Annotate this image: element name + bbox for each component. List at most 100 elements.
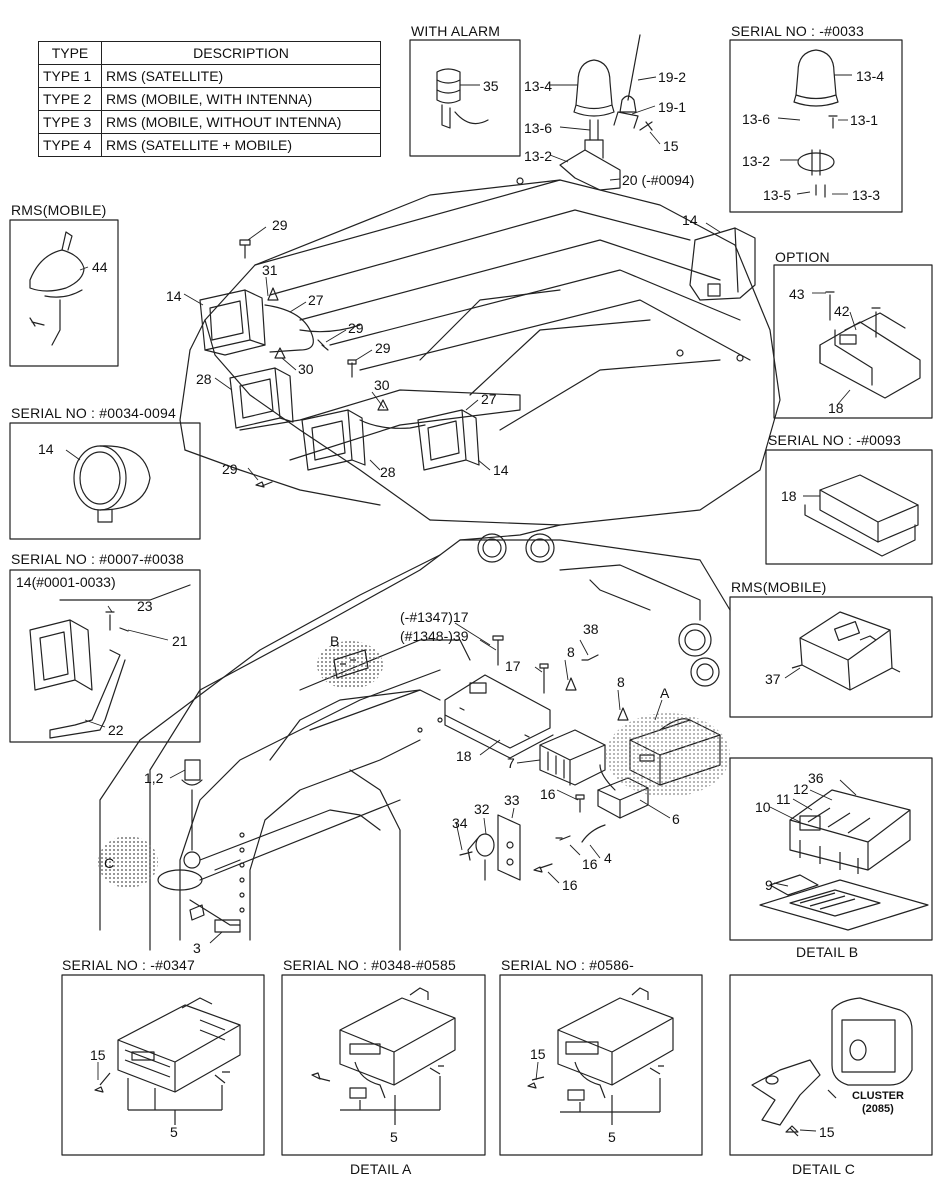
callout-label: 5 bbox=[170, 1124, 178, 1140]
serial-0348-0585-heading: SERIAL NO : #0348-#0585 bbox=[283, 957, 456, 973]
callout-label: 29 bbox=[348, 320, 364, 336]
serial-0034-0094-box bbox=[9, 422, 201, 540]
callout-label: 29 bbox=[222, 461, 238, 477]
callout-label: 27 bbox=[308, 292, 324, 308]
callout-label: 31 bbox=[262, 262, 278, 278]
callout-label: 7 bbox=[507, 755, 515, 771]
rms-mobile-antenna-box bbox=[9, 219, 119, 367]
callout-label: 29 bbox=[375, 340, 391, 356]
type-cell: TYPE 2 bbox=[38, 87, 102, 111]
callout-label: 8 bbox=[567, 644, 575, 660]
callout-label: 15 bbox=[90, 1047, 106, 1063]
callout-label: 12 bbox=[793, 781, 809, 797]
callout-label: 13-4 bbox=[524, 78, 553, 94]
callout-label: 13-2 bbox=[524, 148, 553, 164]
rms-unit-7 bbox=[539, 729, 606, 786]
serial-0033-box bbox=[729, 39, 903, 213]
callout-label: 16 bbox=[582, 856, 598, 872]
cab-roof bbox=[179, 177, 781, 541]
rms-mobile-37-box bbox=[729, 596, 933, 718]
type-cell: TYPE 1 bbox=[38, 64, 102, 88]
type-table: TYPE DESCRIPTION TYPE 1 RMS (SATELLITE) … bbox=[38, 41, 381, 157]
callout-label: (#1348-)39 bbox=[400, 628, 469, 644]
cluster-detail-c bbox=[751, 997, 913, 1137]
callout-label: 28 bbox=[380, 464, 396, 480]
radio-5-a bbox=[94, 997, 241, 1125]
callout-label: 1,2 bbox=[144, 770, 164, 786]
callout-label: 5 bbox=[390, 1129, 398, 1145]
callout-label: 22 bbox=[108, 722, 124, 738]
rms-mobile-unit-37 bbox=[791, 611, 901, 691]
callout-label: 13-3 bbox=[852, 187, 881, 203]
callout-label: 33 bbox=[504, 792, 520, 808]
switch-panel-detail-b bbox=[759, 789, 929, 931]
callout-label: (-#1347)17 bbox=[400, 609, 469, 625]
work-lamp-rear-left bbox=[229, 367, 294, 429]
callout-label: 6 bbox=[672, 811, 680, 827]
callout-label: 16 bbox=[562, 877, 578, 893]
callout-label: 37 bbox=[765, 671, 781, 687]
table-row: TYPE 2 RMS (MOBILE, WITH INTENNA) bbox=[38, 87, 381, 111]
option-heading: OPTION bbox=[775, 249, 830, 265]
callout-label: 32 bbox=[474, 801, 490, 817]
serial-0093-heading: SERIAL NO : -#0093 bbox=[768, 432, 902, 448]
callout-label: 42 bbox=[834, 303, 850, 319]
cluster-label: CLUSTER bbox=[852, 1090, 904, 1102]
callout-label: 18 bbox=[781, 488, 797, 504]
callout-label: 38 bbox=[583, 621, 599, 637]
buzzer-32-bracket-33 bbox=[459, 814, 521, 881]
callout-label: 15 bbox=[819, 1124, 835, 1140]
callout-label: 16 bbox=[540, 786, 556, 802]
serial-0348-0585-box bbox=[281, 974, 486, 1156]
detail-c-box bbox=[729, 974, 933, 1156]
callout-label: 19-2 bbox=[658, 69, 687, 85]
description-header-cell: DESCRIPTION bbox=[101, 41, 381, 65]
type-cell: TYPE 3 bbox=[38, 110, 102, 134]
callout-label: 14(#0001-0033) bbox=[16, 574, 116, 590]
controller-18 bbox=[804, 474, 919, 557]
description-cell: RMS (MOBILE, WITHOUT INTENNA) bbox=[101, 110, 381, 134]
detail-circle-a bbox=[606, 713, 730, 797]
callout-label: 15 bbox=[530, 1046, 546, 1062]
detail-circle-b bbox=[317, 641, 383, 689]
serial-0093-box bbox=[765, 449, 933, 565]
detail-b-caption: DETAIL B bbox=[796, 944, 859, 960]
callout-label: 30 bbox=[374, 377, 390, 393]
antenna-44 bbox=[29, 231, 85, 346]
work-lamp-14-bracket-22 bbox=[29, 584, 191, 739]
callout-label: 3 bbox=[193, 940, 201, 956]
callout-label: 13-5 bbox=[763, 187, 792, 203]
callout-label: 43 bbox=[789, 286, 805, 302]
callout-label: 28 bbox=[196, 371, 212, 387]
round-work-lamp bbox=[73, 445, 151, 523]
callout-label: C bbox=[104, 855, 115, 871]
table-row: TYPE 4 RMS (SATELLITE + MOBILE) bbox=[38, 133, 381, 157]
option-bracket-18 bbox=[819, 291, 921, 399]
rms-mobile-top-heading: RMS(MOBILE) bbox=[11, 202, 107, 218]
serial-0347-heading: SERIAL NO : -#0347 bbox=[62, 957, 196, 973]
callout-label: A bbox=[660, 685, 670, 701]
work-lamp-rear-right bbox=[417, 409, 480, 471]
callout-label: 20 (-#0094) bbox=[622, 172, 695, 188]
detail-b-box bbox=[729, 757, 933, 941]
callout-label: 30 bbox=[298, 361, 314, 377]
table-row: TYPE 3 RMS (MOBILE, WITHOUT INTENNA) bbox=[38, 110, 381, 134]
rms-bracket-18 bbox=[444, 674, 554, 759]
callout-label: 13-2 bbox=[742, 153, 771, 169]
detail-circle-c bbox=[98, 836, 158, 888]
callout-label: 34 bbox=[452, 815, 468, 831]
serial-0033-heading: SERIAL NO : -#0033 bbox=[731, 23, 865, 39]
beacon-13-4 bbox=[793, 49, 839, 198]
callout-label: 14 bbox=[38, 441, 54, 457]
work-lamp-front-left bbox=[199, 289, 266, 356]
callout-label: 8 bbox=[617, 674, 625, 690]
detail-circles bbox=[98, 641, 730, 888]
serial-0586-heading: SERIAL NO : #0586- bbox=[501, 957, 635, 973]
connector-1-2 bbox=[181, 759, 203, 869]
callout-label: 15 bbox=[663, 138, 679, 154]
serial-0347-box bbox=[61, 974, 265, 1156]
callout-label: 11 bbox=[776, 791, 791, 807]
callout-label: 23 bbox=[137, 598, 153, 614]
table-row: TYPE 1 RMS (SATELLITE) bbox=[38, 64, 381, 88]
